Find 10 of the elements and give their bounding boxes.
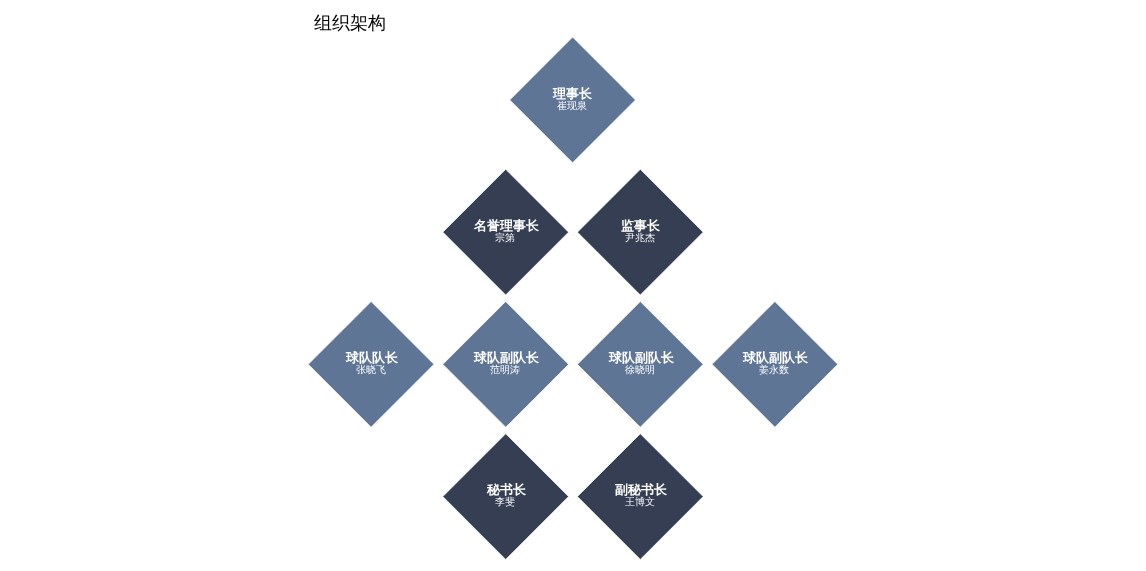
node-diamond: 球队副队长 范明涛: [442, 301, 569, 428]
node-diamond: 理事长 崔现泉: [509, 36, 636, 164]
node-diamond: 副秘书长 王博文: [577, 433, 704, 560]
node-diamond: 监事长 尹兆杰: [577, 168, 704, 296]
diagram-title: 组织架构: [313, 12, 386, 33]
node-diamond: 球队副队长 徐晓明: [577, 301, 704, 428]
node-diamond: 名誉理事长 宗第: [442, 168, 569, 296]
node-diamond: 秘书长 李斐: [442, 433, 569, 560]
node-diamond: 球队队长 张晓飞: [307, 301, 435, 428]
node-diamond: 球队副队长 姜永数: [711, 301, 839, 428]
